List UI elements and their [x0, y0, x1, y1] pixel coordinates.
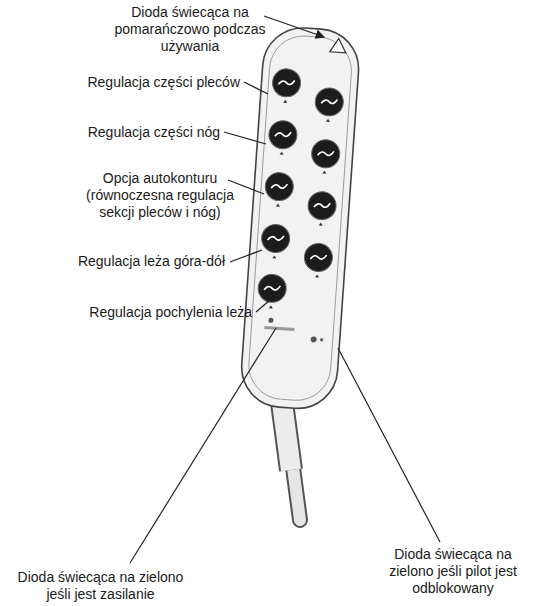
leader-lines — [130, 16, 440, 563]
button — [257, 273, 287, 303]
callout-label: Dioda świecąca na zielono jeśli jest zas… — [8, 569, 193, 603]
cable — [281, 395, 300, 520]
callout-label: Dioda świecąca na pomarańczowo podczas u… — [100, 4, 280, 55]
button — [268, 120, 298, 150]
button — [303, 243, 333, 273]
button — [311, 139, 341, 169]
button — [264, 172, 294, 202]
callout-label: Regulacja leża góra-dół — [30, 253, 225, 270]
button — [307, 191, 337, 221]
pendant-body — [239, 25, 361, 411]
callout-label: Opcja autokonturu (równoczesna regulacja… — [70, 170, 250, 221]
button — [314, 87, 344, 117]
button — [261, 224, 291, 254]
callout-label: Regulacja pochylenia leża — [30, 304, 252, 321]
callout-label: Regulacja części nóg — [30, 124, 220, 141]
callout-label: Dioda świecąca na zielono jeśli pilot je… — [372, 546, 534, 597]
button — [272, 68, 302, 98]
callout-label: Regulacja części pleców — [30, 74, 240, 91]
